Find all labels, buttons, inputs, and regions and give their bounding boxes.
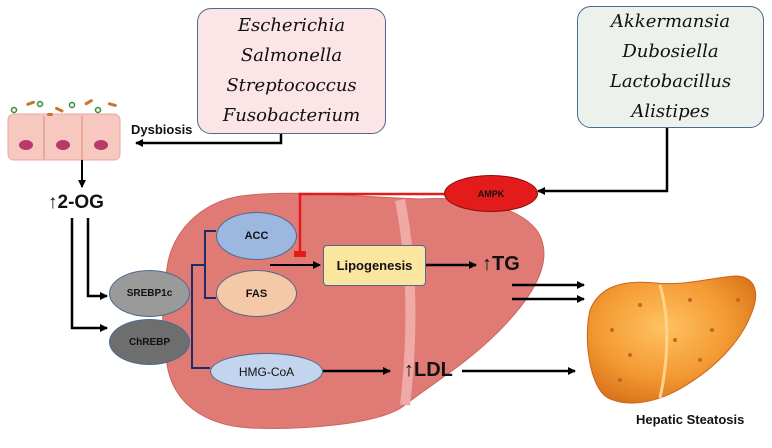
ampk-node: AMPK	[444, 175, 538, 212]
hepatic-steatosis-label: Hepatic Steatosis	[636, 412, 745, 427]
bacteria-name: Streptococcus	[226, 75, 357, 96]
two-og-label: ↑2-OG	[48, 192, 104, 213]
acc-node: ACC	[216, 212, 297, 260]
ampk-inhibition-line	[298, 192, 450, 253]
arrow-beneficial-to-ampk	[537, 128, 669, 195]
srebp1c-node: SREBP1c	[109, 270, 190, 317]
bacteria-name: Salmonella	[240, 45, 343, 66]
hmg-coa-node: HMG-CoA	[210, 353, 323, 390]
beneficial-bacteria-box: Akkermansia Dubosiella Lactobacillus Ali…	[577, 6, 764, 128]
inhibition-bar	[294, 251, 306, 257]
bacteria-name: Akkermansia	[610, 11, 731, 32]
chrebp-node: ChREBP	[109, 319, 190, 365]
lipogenesis-node: Lipogenesis	[323, 245, 426, 286]
bacteria-name: Dubosiella	[622, 41, 719, 62]
arrow-2og-to-chrebp	[70, 218, 108, 332]
arrow-2og-to-srebp1c	[86, 218, 108, 300]
fatty-liver	[586, 275, 757, 404]
tg-label: ↑TG	[482, 253, 520, 275]
bacteria-name: Escherichia	[237, 15, 346, 36]
fas-node: FAS	[216, 270, 297, 317]
intestinal-epithelium	[7, 99, 121, 161]
pathogenic-bacteria-box: Escherichia Salmonella Streptococcus Fus…	[197, 8, 386, 134]
bacteria-name: Fusobacterium	[222, 105, 361, 126]
bacteria-name: Lactobacillus	[609, 71, 732, 92]
dysbiosis-label: Dysbiosis	[131, 122, 193, 137]
ldl-label: ↑LDL	[404, 359, 453, 381]
arrow-pathogens-to-dysbiosis	[135, 134, 283, 147]
transcription-bracket	[191, 264, 210, 369]
bacteria-name: Alistipes	[631, 101, 710, 122]
